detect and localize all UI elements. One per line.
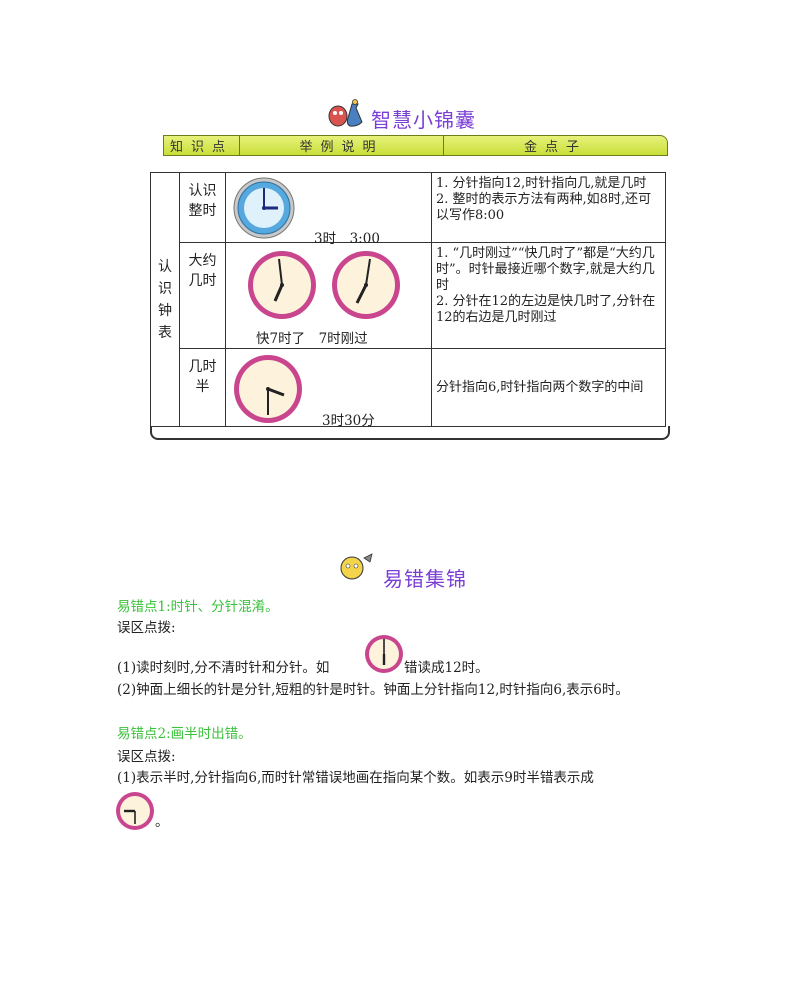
- clock-half-past-3-icon: [234, 355, 302, 423]
- clock-just-past-7-icon: [332, 251, 400, 319]
- lemon-mascot-icon: [340, 553, 373, 580]
- para-1a: (1)读时刻时,分不清时针和分针。如: [117, 660, 330, 676]
- clock-6-oclock-icon: [365, 635, 403, 673]
- hint-2: 误区点拨:: [117, 749, 176, 765]
- row2-caption: 快7时了 7时刚过: [256, 331, 368, 347]
- para-2: (2)钟面上细长的针是分针,短粗的针是时针。钟面上分针指向12,时针指向6,表示…: [117, 682, 629, 698]
- section2-title: 易错集锦: [383, 567, 467, 591]
- table-header-bar: 知识点 举例说明 金点子: [163, 135, 668, 156]
- clock-wrong-half-9-icon: [116, 792, 154, 830]
- section1-title: 智慧小锦囊: [371, 108, 476, 132]
- error-point-1: 易错点1:时针、分针混淆。: [117, 599, 279, 615]
- row3-label: 几时半: [179, 348, 226, 427]
- row1-label: 认识整时: [179, 172, 226, 243]
- row2-label: 大约几时: [179, 242, 226, 349]
- row1-desc: 1. 分针指向12,时针指向几,就是几时 2. 整时的表示方法有两种,如8时,还…: [431, 172, 666, 243]
- para-3-end: 。: [155, 814, 169, 830]
- row2-example: 快7时了 7时刚过: [225, 242, 432, 349]
- bag-mascot-icon: [328, 99, 363, 127]
- knowledge-table: 认识钟表 认识整时 3时 3:00 1. 分针指向12,时针指向几,就是几时 2…: [150, 172, 666, 429]
- row3-caption: 3时30分: [322, 413, 375, 429]
- hint-1: 误区点拨:: [117, 620, 176, 636]
- para-3: (1)表示半时,分针指向6,而时针常错误地画在指向某个数。如表示9时半错表示成: [117, 770, 594, 786]
- row3-example: 3时30分: [225, 348, 432, 429]
- para-1b: 错读成12时。: [404, 660, 489, 676]
- table-bottom-brace: [150, 426, 670, 440]
- main-label: 认识钟表: [150, 172, 180, 427]
- clock-3-oclock-icon: [233, 177, 295, 239]
- row3-desc: 分针指向6,时针指向两个数字的中间: [431, 348, 666, 427]
- clock-almost-7-icon: [248, 251, 316, 319]
- header-tips: 金点子: [523, 140, 587, 155]
- row1-example: 3时 3:00: [225, 172, 432, 247]
- error-point-2: 易错点2:画半时出错。: [117, 726, 252, 742]
- row2-desc: 1. “几时刚过”“快几时了”都是“大约几时”。时针最接近哪个数字,就是大约几时…: [431, 242, 666, 349]
- header-knowledge: 知识点: [164, 136, 240, 155]
- header-example: 举例说明: [240, 136, 444, 155]
